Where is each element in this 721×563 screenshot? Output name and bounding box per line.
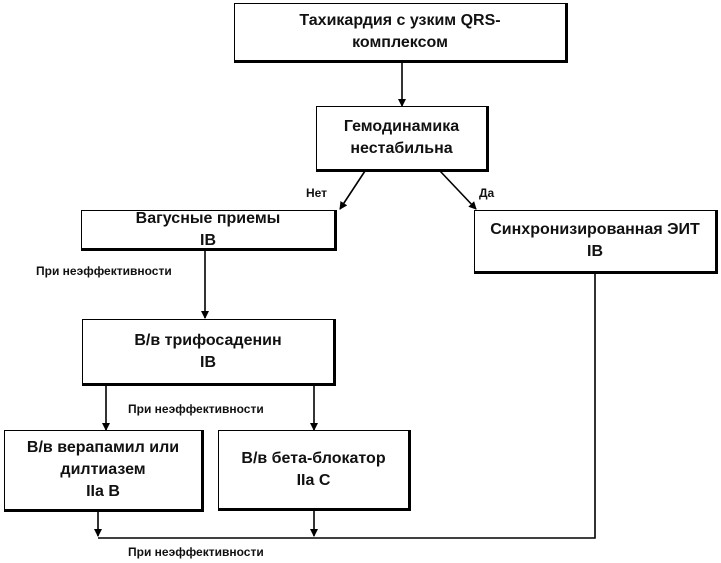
node-vagal: Вагусные приемы IB <box>81 210 337 251</box>
node-start: Тахикардия с узким QRS- комплексом <box>234 3 568 63</box>
node-triphosadenine: В/в трифосаденин IB <box>82 319 336 386</box>
arrow-yes-to-eit <box>439 170 477 210</box>
node-hemodynamics-line-2: нестабильна <box>350 140 453 157</box>
node-verapamil-line-3: IIa B <box>86 483 120 500</box>
edge-label-ineffective-vagal: При неэффективности <box>36 264 172 278</box>
node-verapamil-line-2: дилтиазем <box>60 461 146 478</box>
node-vagal-line-2: IB <box>200 231 216 249</box>
node-betablocker-line-1: В/в бета-блокатор <box>241 449 386 467</box>
node-hemodynamics: Гемодинамика нестабильна <box>316 106 489 172</box>
edge-label-ineffective-bottom: При неэффективности <box>128 545 264 559</box>
node-betablocker: В/в бета-блокатор IIa C <box>218 430 411 511</box>
edge-label-no: Нет <box>306 186 328 200</box>
node-betablocker-line-2: IIa C <box>296 471 331 489</box>
node-eit: Синхронизированная ЭИТ IB <box>474 210 718 274</box>
node-verapamil: В/в верапамил или дилтиазем IIa B <box>4 430 204 512</box>
node-start-line-1: Тахикардия с узким QRS- <box>299 12 501 29</box>
node-hemodynamics-line-1: Гемодинамика <box>343 118 460 135</box>
node-triphosadenine-line-2: IB <box>200 353 216 371</box>
node-start-line-2: комплексом <box>352 34 448 51</box>
node-vagal-line-1: Вагусные приемы <box>135 209 281 227</box>
node-eit-line-2: IB <box>587 243 603 260</box>
node-triphosadenine-line-1: В/в трифосаденин <box>134 331 282 349</box>
node-verapamil-line-1: В/в верапамил или <box>26 439 180 456</box>
edge-label-yes: Да <box>479 186 495 200</box>
edge-label-ineffective-triphosadenine: При неэффективности <box>128 402 264 416</box>
arrow-no-to-vagal <box>339 170 366 210</box>
node-eit-line-1: Синхронизированная ЭИТ <box>490 221 700 238</box>
arrow-bottom-to-eit <box>98 251 599 539</box>
